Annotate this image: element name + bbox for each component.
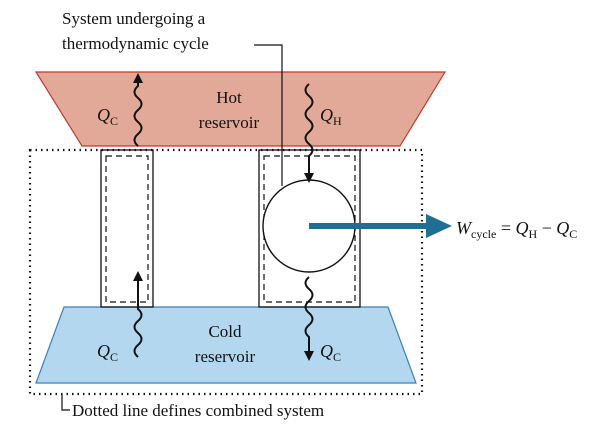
- cold-reservoir-label-line2: reservoir: [195, 347, 256, 366]
- qc-bottom-right-label: QC: [320, 341, 341, 364]
- callout-bottom-text: Dotted line defines combined system: [72, 401, 324, 420]
- combined-system-boundary: [28, 148, 424, 396]
- left-device-outline: [100, 149, 154, 308]
- callout-top-line2: thermodynamic cycle: [62, 34, 209, 53]
- left-device-boundary: [105, 155, 149, 303]
- hot-reservoir-label-line2: reservoir: [199, 113, 260, 132]
- qc-top-label: QC: [97, 105, 118, 128]
- cold-reservoir-label-line1: Cold: [208, 322, 242, 341]
- work-arrow-head: [426, 214, 452, 238]
- work-equation: Wcycle = QH − QC: [456, 218, 577, 241]
- heat-arrow-qc-bottom-left: [133, 271, 143, 358]
- qh-label: QH: [320, 105, 342, 128]
- heat-arrow-qc-bottom-right: [304, 276, 314, 361]
- hot-reservoir-shape: [34, 71, 447, 147]
- top-callout-leader: [254, 44, 283, 186]
- callout-top-line1: System undergoing a: [62, 9, 206, 28]
- hot-reservoir-label-line1: Hot: [216, 88, 242, 107]
- qc-bottom-left-label: QC: [97, 341, 118, 364]
- bottom-callout-leader: [61, 394, 70, 411]
- heat-arrow-qh: [304, 83, 314, 183]
- cold-reservoir-shape: [35, 306, 417, 384]
- heat-arrow-qc-top: [133, 73, 143, 147]
